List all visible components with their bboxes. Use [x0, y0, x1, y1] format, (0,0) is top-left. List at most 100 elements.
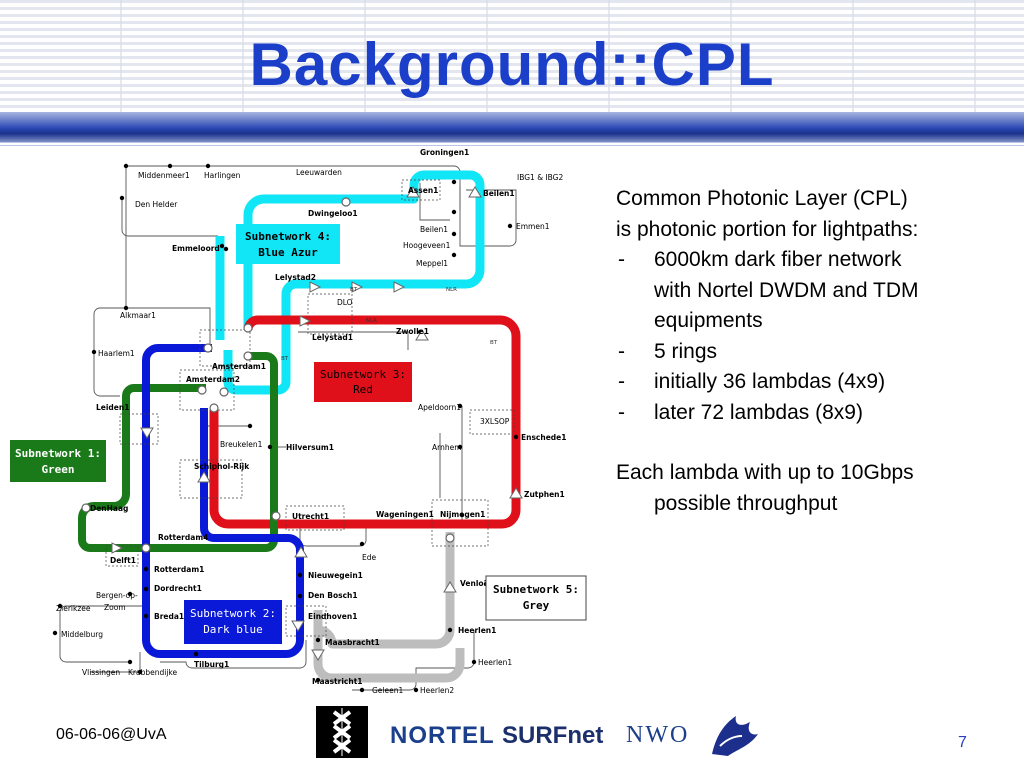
label-hilversum1: Hilversum1 — [286, 443, 334, 452]
nwo-logo: NWO — [626, 722, 690, 748]
bullet-initial-lambdas: - initially 36 lambdas (4x9) — [616, 367, 1016, 398]
label-vlissingen: Vlissingen — [82, 668, 120, 677]
throughput-line-1: Each lambda with up to 10Gbps — [616, 461, 914, 484]
label-assen1: Assen1 — [408, 186, 438, 195]
fiber-line — [121, 198, 218, 237]
bullet-later-lambdas: - later 72 lambdas (8x9) — [616, 398, 1016, 429]
subnetwork-1-box: Subnetwork 1: Green — [10, 440, 106, 482]
subnetwork-3-box: Subnetwork 3: Red — [314, 362, 412, 402]
subnetwork-5-name: Grey — [523, 599, 550, 612]
subnetwork-2-box: Subnetwork 2: Dark blue — [184, 600, 282, 644]
label-krabbendijke: Krabbendijke — [128, 668, 177, 677]
label-bergen-op: Bergen-op- — [96, 591, 138, 600]
label-rotterdam1: Rotterdam1 — [154, 565, 204, 574]
label-nieuwegein1: Nieuwegein1 — [308, 571, 363, 580]
surfnet-logo: SURFnet — [502, 722, 604, 749]
site-box — [307, 293, 353, 335]
site-box — [401, 179, 441, 201]
label-breda1: Breda1 — [154, 612, 184, 621]
label-nlr1: NLR — [446, 287, 457, 293]
ring-dark-blue — [142, 344, 304, 658]
label-utrecht1: Utrecht1 — [292, 512, 329, 521]
label-dordrecht1: Dordrecht1 — [154, 584, 202, 593]
subnetwork-1-name: Green — [41, 463, 74, 476]
label-emmen1: Emmen1 — [516, 222, 550, 231]
label-arnhem: Arnhem — [432, 443, 462, 452]
ring-red — [209, 315, 521, 529]
label-ede: Ede — [362, 553, 376, 562]
label-den-bosch1: Den Bosch1 — [308, 591, 358, 600]
footer-date: 06-06-06@UvA — [56, 726, 167, 743]
label-apeldoorn1: Apeldoorn1 — [418, 403, 461, 412]
label-schiphol-rijk: Schiphol-Rijk — [194, 462, 250, 471]
header-band — [0, 112, 1024, 148]
label-dlo: DLO — [337, 298, 353, 307]
label-wageningen1: Wageningen1 — [376, 510, 434, 519]
subnetwork-3-name: Red — [353, 383, 373, 396]
fiber-line — [459, 185, 517, 247]
label-beilen1: Beilen1 — [420, 225, 448, 234]
label-delft1: Delft1 — [110, 556, 136, 565]
subnetwork-4-box: Subnetwork 4: Blue Azur — [236, 224, 340, 264]
bullet-dash: - — [618, 248, 625, 271]
bullet-text: initially 36 lambdas (4x9) — [654, 370, 886, 393]
label-venlo1: Venlo1 — [460, 579, 489, 588]
ring-blue-azur — [223, 170, 485, 395]
label-den-helder: Den Helder — [135, 200, 178, 209]
label-lelystad1: Lelystad1 — [312, 333, 353, 342]
label-maasbracht1: Maasbracht1 — [325, 638, 380, 647]
label-nlr2: NLR — [366, 318, 377, 324]
intro-line-1: Common Photonic Layer (CPL) — [616, 187, 908, 210]
bullet-text: 6000km dark fiber network — [654, 248, 902, 271]
site-box — [285, 605, 327, 637]
node-triangles — [111, 186, 523, 661]
subnetwork-4-name: Blue Azur — [258, 246, 318, 259]
label-ibg: IBG1 & IBG2 — [517, 173, 563, 182]
node-circles — [81, 197, 455, 553]
label-zutphen1: Zutphen1 — [524, 490, 565, 499]
fiber-line — [59, 612, 130, 663]
label-zwolle1: Zwolle1 — [396, 327, 429, 336]
label-zierikzee: Zierikzee — [56, 604, 91, 613]
label-middenmeer1: Middenmeer1 — [138, 171, 190, 180]
site-box — [199, 329, 251, 367]
label-heerlen2: Heerlen2 — [420, 686, 454, 695]
label-3xlsop: 3XLSOP — [480, 417, 510, 426]
bullet-dash: - — [618, 339, 625, 363]
label-leeuwarden: Leeuwarden — [296, 168, 342, 177]
griffin-logo — [706, 706, 762, 762]
bullet-text: 5 rings — [654, 339, 718, 363]
bullet-text: equipments — [654, 309, 763, 332]
subnetwork-2-name: Dark blue — [203, 623, 263, 636]
subnetwork-3-title: Subnetwork 3: — [320, 368, 406, 381]
bullet-dark-fiber: - 6000km dark fiber network with Nortel … — [616, 245, 1016, 337]
spacer — [616, 428, 1016, 458]
bullet-text: later 72 lambdas (8x9) — [654, 400, 863, 424]
bullet-text: with Nortel DWDM and TDM — [654, 278, 919, 302]
label-eindhoven1: Eindhoven1 — [308, 612, 357, 621]
site-box — [469, 409, 515, 435]
label-alkmaar1: Alkmaar1 — [120, 311, 156, 320]
label-groningen1: Groningen1 — [420, 148, 469, 157]
label-emmeloord: Emmeloord — [172, 244, 220, 253]
label-denhaag: DenHaag — [90, 504, 128, 513]
subnetwork-4-title: Subnetwork 4: — [245, 230, 331, 243]
site-box — [179, 369, 235, 411]
subnetwork-1-title: Subnetwork 1: — [15, 447, 101, 460]
site-box — [105, 545, 139, 567]
label-dwingeloo1: Dwingeloo1 — [308, 209, 358, 218]
label-haarlem1: Haarlem1 — [98, 349, 135, 358]
throughput-line-2: possible throughput — [654, 491, 838, 515]
subnetwork-2-title: Subnetwork 2: — [190, 607, 276, 620]
label-middelburg: Middelburg — [61, 630, 103, 639]
uva-logo — [316, 706, 368, 758]
intro-line-2: is photonic portion for lightpaths: — [616, 217, 919, 241]
label-breukelen1: Breukelen1 — [220, 440, 263, 449]
uva-crosses-icon — [316, 706, 368, 758]
ring-grey — [313, 532, 465, 683]
label-harlingen: Harlingen — [204, 171, 241, 180]
fiber-line — [93, 307, 120, 397]
griffin-icon — [712, 716, 758, 756]
label-bt3: BT — [281, 356, 289, 362]
label-heerlen1: Heerlen1 — [458, 626, 496, 635]
